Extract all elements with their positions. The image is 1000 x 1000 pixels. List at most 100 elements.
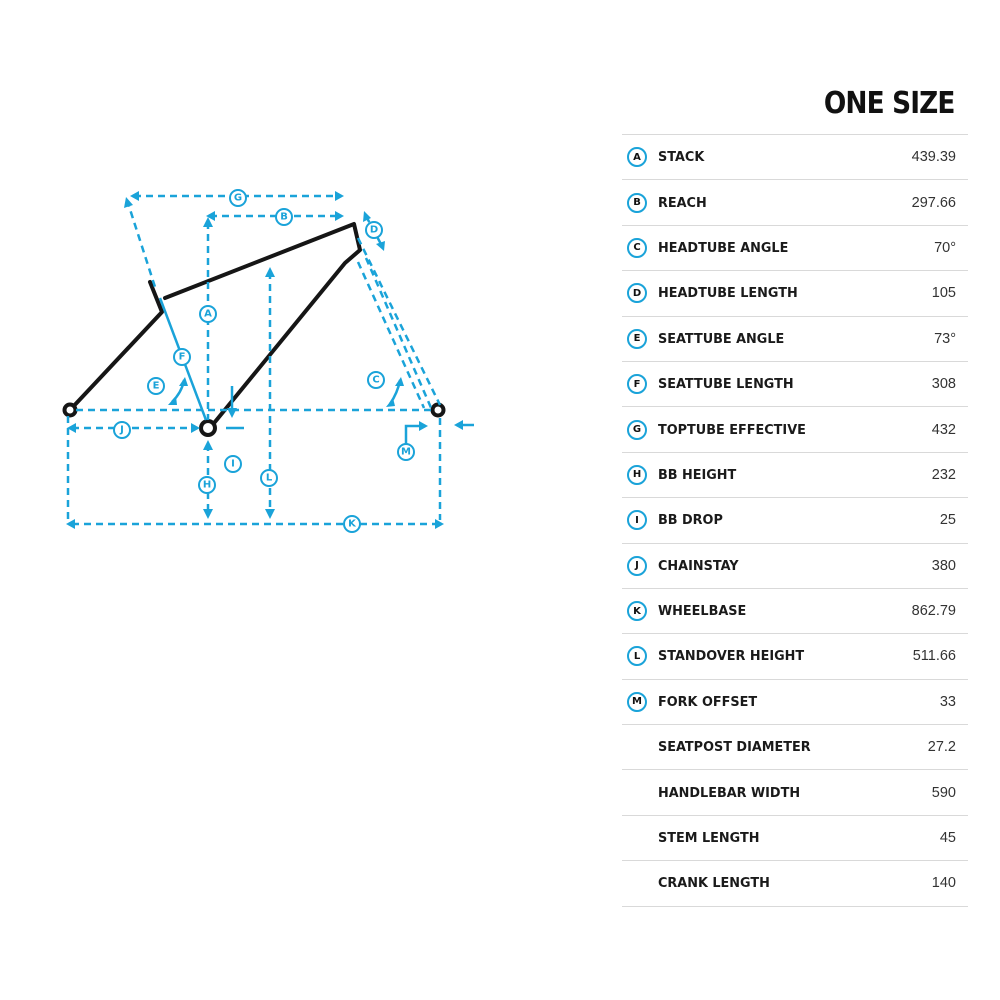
dim-i-arrow [227,408,237,418]
row-label: SEATTUBE ANGLE [658,330,785,347]
dim-fork-line-1 [364,257,434,411]
dim-h-arrow-top [203,440,213,450]
dim-g-ext [125,199,158,291]
tag-g: G [234,193,242,204]
size-title: ONE SIZE [824,86,956,121]
diagram-tags: G B D A F E C J M I H L K [113,189,415,533]
row-value: 232 [931,466,956,483]
dim-g-ext-arrow [124,197,133,208]
row-letter-badge: D [627,283,647,304]
dim-j-arrow-left [67,423,76,433]
dim-h-arrow-bottom [203,509,213,519]
table-row: H BB HEIGHT 232 [622,453,968,499]
row-letter-badge: J [627,555,647,576]
tag-k: K [348,519,357,530]
table-row: J CHAINSTAY 380 [622,544,968,589]
row-label: CHAINSTAY [658,557,739,574]
dim-b-arrow-left [206,211,215,221]
dimension-lines [66,191,474,529]
row-letter-badge: E [627,328,647,349]
table-row: C HEADTUBE ANGLE 70° [622,226,968,272]
row-letter-badge [627,783,647,803]
row-letter-badge: K [627,601,647,622]
table-row: F SEATTUBE LENGTH 308 [622,362,968,408]
dim-c-arrow-b [386,398,395,407]
row-label: TOPTUBE EFFECTIVE [658,421,806,438]
table-row: G TOPTUBE EFFECTIVE 432 [622,407,968,453]
row-value: 590 [931,784,956,801]
row-label: SEATPOST DIAMETER [658,739,811,756]
row-value: 70° [934,239,956,256]
row-value: 73° [934,330,956,347]
table-row: I BB DROP 25 [622,498,968,544]
dim-e-arrow-b [168,396,177,405]
dim-m-leader [404,424,424,445]
row-letter-badge: C [627,237,647,258]
tag-j: J [119,425,124,436]
row-value: 432 [931,421,956,438]
tag-i: I [231,459,235,470]
row-label: CRANK LENGTH [658,875,770,892]
table-row: SEATPOST DIAMETER 27.2 [622,725,968,771]
row-label: BB DROP [658,512,723,529]
table-row: B REACH 297.66 [622,180,968,226]
row-letter-badge: A [627,147,647,168]
dim-k-arrow-right [435,519,444,529]
row-letter-badge: I [627,510,647,531]
top-tube-line [163,222,362,430]
row-value: 308 [931,376,956,393]
table-row: STEM LENGTH 45 [622,816,968,862]
row-value: 380 [931,557,956,574]
dim-d-arrow-top [363,211,371,222]
tag-c: C [372,375,379,386]
dim-b-arrow-right [335,211,344,221]
row-value: 27.2 [927,739,956,756]
dim-d-arrow-bottom [376,241,385,251]
row-label: STEM LENGTH [658,830,760,847]
row-label: REACH [658,194,707,211]
dim-fork-line-3 [356,261,426,409]
table-row: E SEATTUBE ANGLE 73° [622,317,968,362]
row-value: 25 [939,512,956,529]
tag-f: F [179,352,186,363]
tag-l: L [266,473,273,484]
front-axle [430,402,446,418]
row-letter-badge: B [627,192,647,213]
row-value: 33 [939,693,956,710]
dim-a-arrow-top [203,217,213,227]
row-letter-badge: G [627,419,647,440]
dim-g-arrow-left [130,191,139,201]
row-letter-badge: F [627,374,647,395]
row-letter-badge: L [627,646,647,667]
row-letter-badge [627,828,647,848]
row-value: 439.39 [911,149,956,166]
row-value: 297.66 [911,194,956,211]
row-label: HANDLEBAR WIDTH [658,784,801,801]
row-value: 105 [931,285,956,302]
bike-frame [62,222,446,437]
dim-c-arrow-a [395,377,404,386]
row-label: HEADTUBE ANGLE [658,239,789,256]
row-letter-badge [627,737,647,757]
row-label: BB HEIGHT [658,466,737,483]
dim-l-arrow-top [265,267,275,277]
tag-b: B [280,212,288,223]
dim-m-arrow [419,421,428,431]
dim-j-arrow-right [191,423,200,433]
row-letter-badge: M [627,691,647,712]
rear-triangle-line [68,280,164,412]
dim-e-arrow-a [179,377,188,386]
rear-axle [62,402,78,418]
tag-e: E [153,381,160,392]
table-row: HANDLEBAR WIDTH 590 [622,770,968,816]
tag-a: A [204,309,212,320]
row-label: SEATTUBE LENGTH [658,376,794,393]
row-value: 45 [939,830,956,847]
frame-geometry-diagram: G B D A F E C J M I H L K [62,189,474,533]
row-letter-badge: H [627,464,647,485]
